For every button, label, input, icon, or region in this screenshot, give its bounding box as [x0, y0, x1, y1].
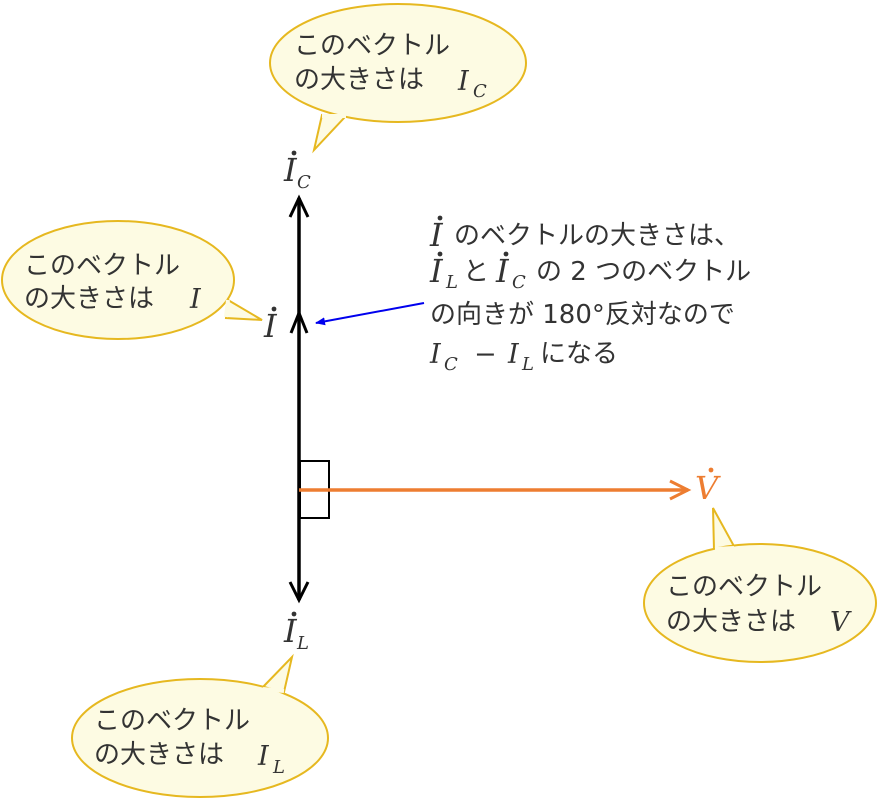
- bubble-il-line2: の大きさは: [94, 740, 224, 770]
- label-v-symbol: V: [695, 469, 721, 507]
- bubble-il: [71, 653, 329, 798]
- annotation-l4-minus: −: [474, 339, 497, 370]
- annotation-l4-subscript-a: C: [444, 354, 458, 375]
- bubble-il-line1: このベクトル: [94, 706, 250, 736]
- annotation-l2-mid: と: [463, 257, 489, 287]
- bubble-ic-subscript: C: [473, 81, 487, 102]
- annotation-l4-text: になる: [540, 339, 618, 369]
- bubble-i-symbol: I: [189, 284, 202, 315]
- annotation-l4-subscript-b: L: [521, 354, 534, 375]
- annotation-l2-text: の 2 つのベクトル: [536, 257, 751, 287]
- label-i-dot: [271, 306, 277, 312]
- label-i-symbol: I: [263, 307, 278, 345]
- annotation-l1-text: のベクトルの大きさは、: [454, 221, 740, 251]
- annotation-l1-symbol: I: [429, 216, 444, 254]
- bubble-v-line2: の大きさは: [666, 607, 796, 637]
- annotation-text: I のベクトルの大きさは、 I L と I C の 2 つのベクトル の向きが …: [429, 215, 751, 375]
- bubble-il-subscript: L: [272, 757, 285, 778]
- arrowhead-ic: [288, 194, 310, 218]
- arrowhead-i: [289, 308, 309, 334]
- annotation-l2-subscript-b: C: [512, 272, 526, 293]
- bubble-v-line1: このベクトル: [666, 572, 822, 602]
- arrowhead-v: [669, 479, 692, 501]
- annotation-pointer: [315, 302, 425, 326]
- annotation-l2-dot-a: [437, 251, 443, 257]
- label-ic-subscript: C: [297, 172, 311, 193]
- annotation-l2-symbol-b: I: [495, 252, 510, 290]
- annotation-l1-dot: [437, 215, 443, 221]
- annotation-l2-subscript-a: L: [445, 272, 458, 293]
- label-il-symbol: I: [283, 612, 298, 650]
- annotation-l2-dot-b: [503, 251, 509, 257]
- label-il-subscript: L: [296, 633, 309, 654]
- label-il-dot: [291, 611, 297, 617]
- bubble-ic-symbol: I: [457, 66, 470, 97]
- annotation-l2-symbol-a: I: [429, 252, 444, 290]
- bubble-v-symbol: V: [830, 607, 852, 638]
- annotation-l3-text: の向きが 180°反対なので: [430, 300, 735, 330]
- label-ic-dot: [291, 150, 297, 156]
- bubble-i: [1, 220, 263, 340]
- label-v-dot: [708, 467, 714, 473]
- annotation-l4-symbol-a: I: [429, 339, 442, 370]
- bubble-ic-line2: の大きさは: [294, 65, 424, 95]
- annotation-l4-symbol-b: I: [507, 339, 520, 370]
- bubble-i-line2: の大きさは: [24, 284, 154, 314]
- label-ic-symbol: I: [283, 151, 298, 189]
- bubble-v: [643, 507, 877, 663]
- bubble-ic-line1: このベクトル: [294, 31, 450, 61]
- bubble-ic: [269, 3, 527, 154]
- bubble-il-symbol: I: [257, 741, 270, 772]
- arrowhead-il: [288, 581, 310, 604]
- bubble-i-line1: このベクトル: [24, 251, 180, 281]
